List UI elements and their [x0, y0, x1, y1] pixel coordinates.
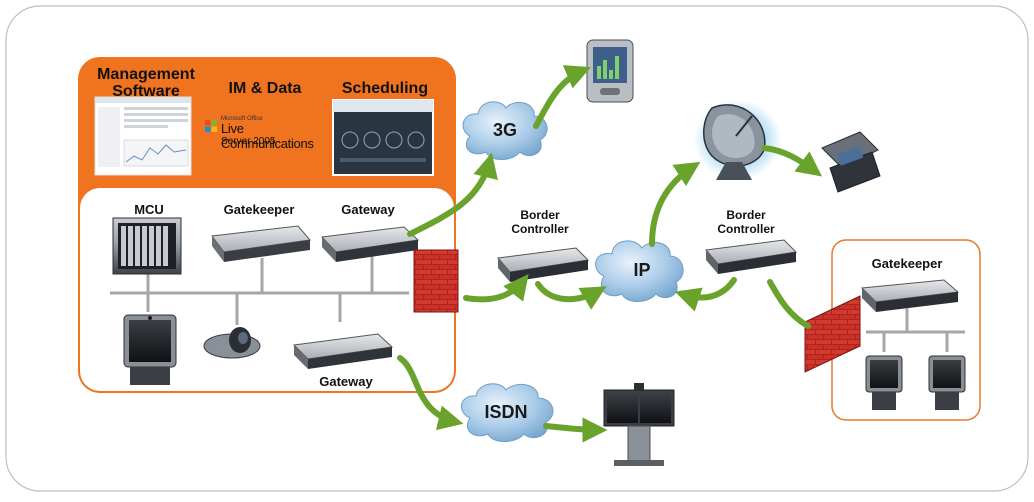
gatekeeper-label: Gatekeeper [223, 202, 295, 217]
remote-firewall-icon [804, 295, 861, 373]
remote-terminal-1-device [865, 355, 903, 410]
gateway-top-device [320, 226, 420, 262]
scheduling-screenshot [332, 99, 434, 176]
arrow-gateway-to-3g [407, 152, 498, 237]
remote-gatekeeper-label: Gatekeeper [871, 256, 943, 271]
portable-video-case-device [821, 131, 881, 193]
satellite-dish-icon [694, 100, 782, 180]
ip-cloud-icon [595, 240, 684, 302]
isdn-cloud-icon [461, 383, 554, 442]
arrow-3g-to-pda [533, 65, 591, 129]
border-controller-2-label: Border Controller [717, 208, 775, 236]
arrow-border-controller-2-to-ip [674, 277, 737, 312]
conference-camera-device [203, 327, 261, 359]
lcs-name-text: Live Communications [221, 121, 314, 151]
gateway-bottom-device [292, 333, 394, 369]
connection-arrows [397, 65, 823, 443]
arrow-satellite-to-case [761, 145, 823, 177]
arrow-firewall-to-border-controller [463, 274, 529, 303]
office-logo-icon [205, 120, 217, 132]
3g-cloud-label: 3G [492, 120, 517, 140]
arrow-gateway-to-isdn [397, 355, 464, 431]
management-software-label: Management Software [97, 66, 195, 100]
enterprise-lan [110, 255, 409, 325]
arrow-border-controller-to-ip [535, 281, 607, 310]
mcu-label: MCU [134, 202, 164, 217]
room-system-device [603, 383, 675, 466]
lcs-server-year: Server 2005 [221, 136, 276, 147]
gateway-top-label: Gateway [341, 202, 395, 217]
border-controller-2-device [705, 239, 798, 274]
arrow-ip-to-satellite [649, 161, 701, 247]
pda-device [586, 39, 634, 103]
border-controller-1-label: Border Controller [511, 208, 569, 236]
ip-cloud-label: IP [633, 260, 651, 280]
arrow-isdn-to-room-system [543, 417, 608, 443]
scheduling-label: Scheduling [341, 80, 429, 97]
mcu-device [112, 217, 182, 275]
isdn-cloud-label: ISDN [484, 402, 528, 422]
firewall-icon [413, 249, 459, 313]
lcs-small-text: Microsoft Office [221, 116, 263, 122]
gateway-bottom-label: Gateway [319, 374, 373, 389]
management-software-screenshot [94, 96, 192, 176]
im-data-label: IM & Data [228, 80, 302, 97]
link-border-controller-2-to-firewall [767, 279, 811, 329]
remote-gatekeeper-device [860, 279, 960, 312]
remote-lan [866, 308, 965, 352]
remote-terminal-2-device [928, 355, 966, 410]
live-communications-server-logo: Microsoft Office Live Communications Ser… [205, 116, 333, 152]
gatekeeper-device [211, 225, 311, 262]
video-terminal-device [123, 314, 177, 385]
